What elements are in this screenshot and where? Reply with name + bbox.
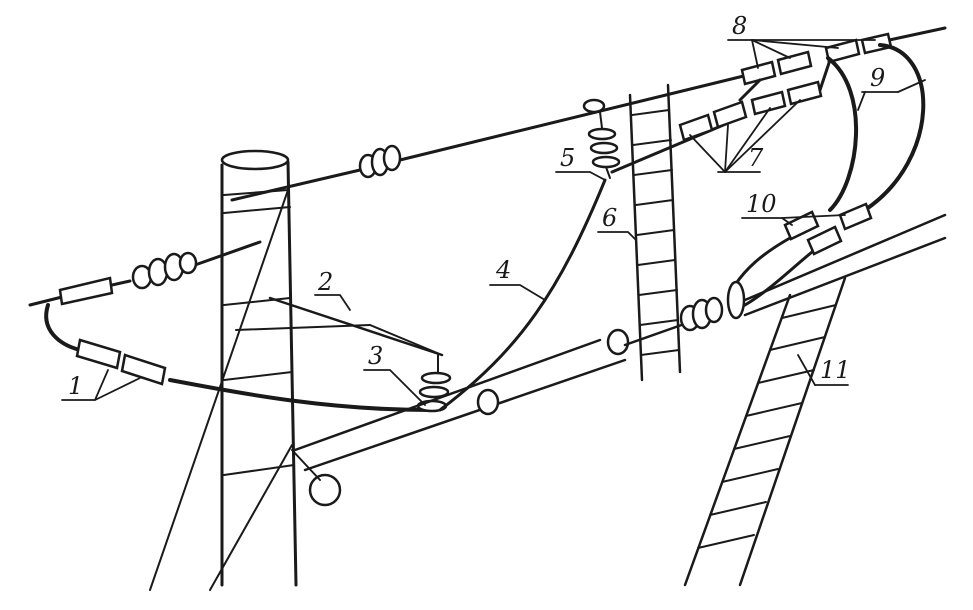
callout-8: 8 <box>732 12 747 40</box>
jumper-cable-4 <box>438 178 607 412</box>
callout-6: 6 <box>602 204 617 232</box>
callout-7: 7 <box>748 144 764 172</box>
cable-clamps-7 <box>610 80 823 174</box>
upper-strain-insulator <box>358 144 402 179</box>
leader-lines <box>61 39 926 406</box>
left-messenger-wire <box>28 240 262 307</box>
callout-11: 11 <box>820 356 851 384</box>
wooden-pole <box>149 149 298 591</box>
callout-9: 9 <box>870 64 885 92</box>
cable-clamps-1 <box>75 338 167 386</box>
suspension-insulator-5 <box>582 98 621 179</box>
left-strain-insulator <box>131 251 198 290</box>
ladder-6 <box>628 83 682 382</box>
callout-2: 2 <box>317 268 333 296</box>
cable-clamps-10 <box>733 202 873 307</box>
right-strain-insulator <box>679 280 746 332</box>
callout-4: 4 <box>495 256 511 284</box>
support-tube <box>291 320 692 507</box>
jumper-cables-9 <box>738 43 926 212</box>
right-wires <box>743 213 947 317</box>
bracket-2 <box>235 296 444 357</box>
cable-clamps-8 <box>740 32 893 86</box>
ladder-11 <box>683 276 847 587</box>
callout-3: 3 <box>368 342 383 370</box>
callout-1: 1 <box>68 372 83 400</box>
callout-labels: 1 2 3 4 5 6 7 8 9 10 11 <box>68 12 885 400</box>
callout-5: 5 <box>560 144 575 172</box>
upper-contact-wire <box>230 26 947 202</box>
jumper-cable-left <box>44 303 432 412</box>
callout-10: 10 <box>746 190 777 218</box>
